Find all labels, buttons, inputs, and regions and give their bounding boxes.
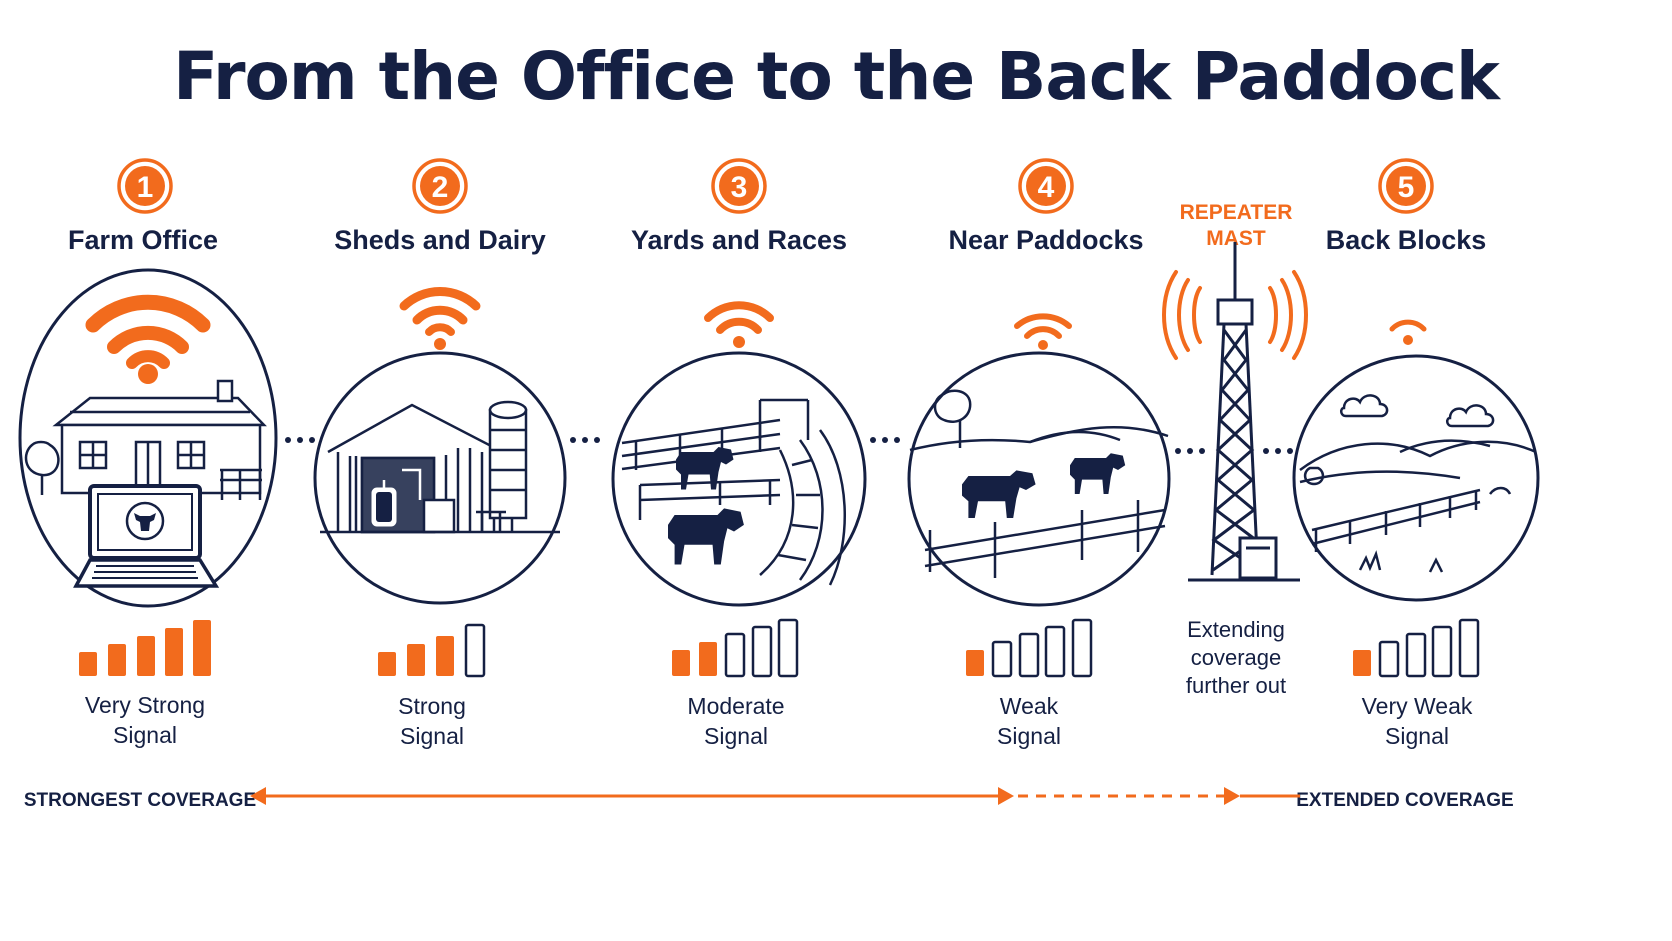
connector-2-3 <box>570 437 600 443</box>
coverage-right-label: EXTENDED COVERAGE <box>1296 790 1513 811</box>
stage-yards-and-races: 3 Yards and Races <box>611 158 867 749</box>
stage-label: Near Paddocks <box>948 225 1143 255</box>
cattle-yards-icon <box>611 351 867 607</box>
connector-4-mast <box>1175 448 1205 454</box>
step-number: 3 <box>731 171 748 204</box>
signal-strength-label: Very Strong <box>85 692 205 718</box>
radio-mast-icon <box>1162 242 1308 582</box>
stage-label: Back Blocks <box>1326 225 1487 255</box>
stage-label: Yards and Races <box>631 225 847 255</box>
signal-bars <box>1353 618 1480 678</box>
stage-farm-office: 1 Farm Office <box>18 158 278 748</box>
grazing-cattle-icon <box>907 351 1171 607</box>
signal-strength-label: Signal <box>704 723 768 749</box>
signal-bars <box>79 620 211 676</box>
step-badge-4: 4 <box>1018 158 1074 214</box>
stage-label: Sheds and Dairy <box>334 225 546 255</box>
wifi-icon <box>1389 319 1427 332</box>
connector-mast-5 <box>1263 448 1293 454</box>
coverage-scale: STRONGEST COVERAGE EXTENDED COVERAGE <box>24 787 1514 811</box>
house-laptop-icon <box>18 268 278 608</box>
laptop-icon <box>73 484 220 588</box>
step-badge-5: 5 <box>1378 158 1434 214</box>
step-badge-1: 1 <box>117 158 173 214</box>
repeater-caption: Extending <box>1187 617 1285 642</box>
step-number: 5 <box>1398 171 1415 204</box>
wifi-icon <box>399 287 481 336</box>
signal-strength-label: Strong <box>398 693 466 719</box>
signal-strength-label: Moderate <box>687 693 784 719</box>
signal-strength-label: Very Weak <box>1362 693 1473 719</box>
signal-bars <box>378 623 486 678</box>
repeater-label: MAST <box>1206 227 1266 250</box>
connector-3-4 <box>870 437 900 443</box>
signal-bars <box>966 618 1093 678</box>
rolling-hills-icon <box>1292 354 1540 602</box>
stage-near-paddocks: 4 Near Paddocks <box>907 158 1171 749</box>
repeater-caption: coverage <box>1191 645 1282 670</box>
stage-sheds-and-dairy: 2 Sheds and Dairy <box>313 158 567 749</box>
step-number: 2 <box>432 171 449 204</box>
wifi-icon <box>1014 313 1072 339</box>
page-title: From the Office to the Back Paddock <box>173 38 1500 115</box>
signal-strength-label: Weak <box>1000 693 1059 719</box>
stage-connectors <box>285 437 1293 454</box>
connector-1-2 <box>285 437 315 443</box>
step-number: 1 <box>137 171 154 204</box>
signal-strength-label: Signal <box>113 722 177 748</box>
stage-label: Farm Office <box>68 225 218 255</box>
shed-dairy-icon <box>313 351 567 605</box>
signal-strength-label: Signal <box>1385 723 1449 749</box>
step-number: 4 <box>1038 171 1055 204</box>
stage-back-blocks: 5 Back Blocks <box>1292 158 1540 749</box>
coverage-left-label: STRONGEST COVERAGE <box>24 790 256 811</box>
repeater-caption: further out <box>1186 673 1286 698</box>
signal-strength-label: Signal <box>400 723 464 749</box>
signal-strength-label: Signal <box>997 723 1061 749</box>
wifi-icon <box>85 294 211 369</box>
wifi-icon <box>704 301 774 334</box>
repeater-mast: REPEATER MAST Exten <box>1162 201 1308 698</box>
signal-bars <box>672 618 799 678</box>
coverage-arrow <box>250 787 1300 805</box>
step-badge-3: 3 <box>711 158 767 214</box>
repeater-label: REPEATER <box>1180 201 1293 224</box>
step-badge-2: 2 <box>412 158 468 214</box>
